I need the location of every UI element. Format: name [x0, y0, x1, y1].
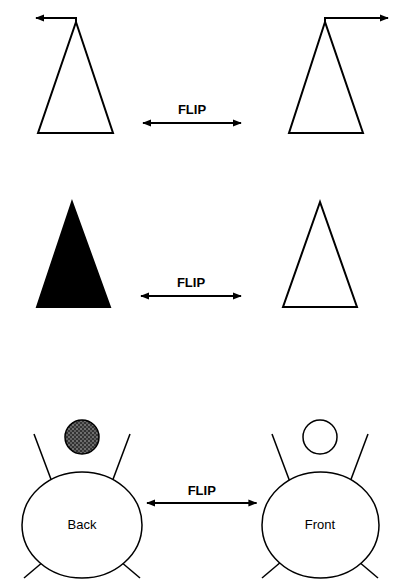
triangle [37, 202, 110, 307]
leg [34, 434, 52, 482]
triangle [283, 202, 357, 307]
leg [350, 434, 368, 482]
triangle [289, 22, 363, 133]
flag-arrow [36, 18, 76, 22]
triangle [38, 22, 113, 133]
flip-arrow [143, 122, 241, 124]
flip-label: FLIP [177, 103, 207, 117]
flip-label: FLIP [176, 276, 206, 290]
body-label: Back [21, 518, 143, 532]
body-oval: Front [261, 471, 380, 579]
head [303, 420, 337, 454]
body-oval: Back [21, 471, 143, 579]
head [65, 420, 99, 454]
flip-arrow [147, 502, 257, 504]
leg [272, 434, 290, 482]
leg [112, 434, 130, 482]
flag-arrow [325, 18, 388, 22]
body-label: Front [261, 518, 380, 532]
flip-arrow [141, 295, 241, 297]
flip-label: FLIP [187, 484, 217, 498]
